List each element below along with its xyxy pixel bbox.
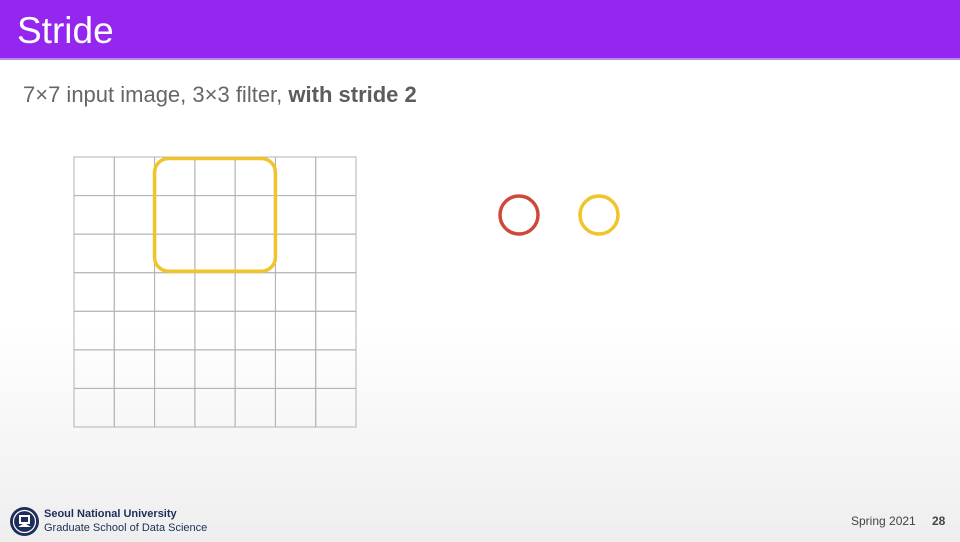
output-marker <box>498 194 540 236</box>
grid-cell <box>154 310 196 351</box>
grid-cell <box>73 156 115 197</box>
output-marker <box>578 194 620 236</box>
snu-emblem-icon <box>9 506 40 537</box>
grid-cell <box>315 272 357 312</box>
grid-cell <box>113 349 156 389</box>
input-grid <box>73 156 357 428</box>
grid-cell <box>234 310 276 351</box>
grid-cell <box>154 349 196 389</box>
grid-cell <box>194 310 236 351</box>
footer-term: Spring 2021 <box>851 514 916 528</box>
grid-cell <box>194 272 236 312</box>
grid-cell <box>274 195 317 235</box>
output-markers <box>497 193 621 237</box>
grid-cell <box>154 272 196 312</box>
slide-title: Stride <box>17 10 114 51</box>
grid-cell <box>274 156 317 197</box>
grid-cell <box>315 195 357 235</box>
grid-cell <box>154 195 196 235</box>
footer-university: Seoul National University <box>44 508 177 520</box>
grid-cell <box>73 387 115 428</box>
subtitle-text: 7×7 input image, 3×3 filter, <box>23 82 289 107</box>
grid-cell <box>194 387 236 428</box>
grid-cell <box>113 233 156 274</box>
footer-school: Graduate School of Data Science <box>44 522 208 534</box>
grid-cell <box>194 349 236 389</box>
grid-cell <box>194 156 236 197</box>
grid-cell <box>274 387 317 428</box>
grid-cell <box>274 272 317 312</box>
grid-cell <box>113 195 156 235</box>
grid-cell <box>113 387 156 428</box>
page-number: 28 <box>932 514 946 528</box>
grid-cell <box>234 195 276 235</box>
output-markers-svg <box>498 194 620 236</box>
grid-cell <box>194 233 236 274</box>
grid-cell <box>73 272 115 312</box>
grid-cell <box>234 387 276 428</box>
grid-cell <box>274 310 317 351</box>
input-grid-svg <box>73 156 357 428</box>
grid-cell <box>274 233 317 274</box>
grid-cell <box>73 310 115 351</box>
filter-window <box>152 156 278 273</box>
grid-cell <box>315 233 357 274</box>
grid-cell <box>315 156 357 197</box>
grid-cell <box>315 310 357 351</box>
grid-cell <box>315 349 357 389</box>
slide-subtitle: 7×7 input image, 3×3 filter, with stride… <box>23 82 417 108</box>
grid-cell <box>234 349 276 389</box>
grid-cell <box>113 156 156 197</box>
grid-cell <box>194 195 236 235</box>
grid-cell <box>315 387 357 428</box>
grid-cell <box>234 272 276 312</box>
subtitle-emphasis: with stride 2 <box>288 82 417 107</box>
grid-cell <box>113 272 156 312</box>
grid-cell <box>154 387 196 428</box>
grid-cell <box>274 349 317 389</box>
title-bar: Stride <box>0 0 960 60</box>
grid-cell <box>73 233 115 274</box>
grid-cell <box>113 310 156 351</box>
grid-cell <box>73 195 115 235</box>
grid-cell <box>73 349 115 389</box>
